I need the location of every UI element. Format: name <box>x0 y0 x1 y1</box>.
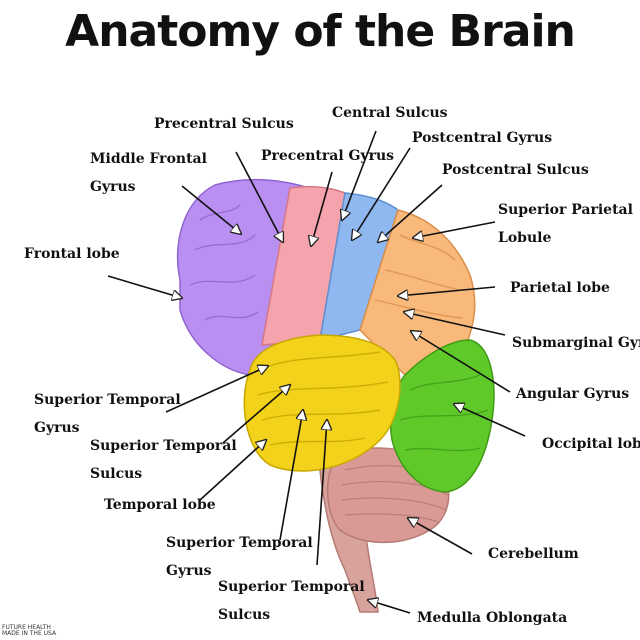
arrow-middle-frontal-gyrus <box>181 185 241 234</box>
label-postcentral-sulcus: Postcentral Sulcus <box>442 162 589 178</box>
arrow-superior-temporal-gyrus-2 <box>279 410 303 541</box>
label-parietal-lobe: Parietal lobe <box>510 280 610 296</box>
arrow-superior-temporal-gyrus-1 <box>165 366 268 413</box>
label-line: Sulcus <box>90 466 143 482</box>
label-superior-temporal-sulcus-2: Superior Temporal Sulcus <box>218 573 365 629</box>
label-line: Superior Temporal <box>218 579 365 595</box>
arrow-occipital-lobe <box>454 404 526 437</box>
arrow-postcentral-gyrus <box>352 147 411 240</box>
arrow-temporal-lobe <box>199 440 266 501</box>
arrow-angular-gyrus <box>411 331 511 393</box>
arrow-central-sulcus <box>342 130 377 220</box>
label-central-sulcus: Central Sulcus <box>332 105 448 121</box>
label-line: Superior Temporal <box>90 438 237 454</box>
label-superior-parietal-lobule: Superior Parietal Lobule <box>498 196 633 252</box>
label-line: Superior Temporal <box>166 535 313 551</box>
diagram-title: Anatomy of the Brain <box>65 6 576 57</box>
label-frontal-lobe: Frontal lobe <box>24 246 120 262</box>
arrow-parietal-lobe <box>398 286 496 296</box>
label-line: Gyrus <box>166 563 212 579</box>
leader-lines <box>107 130 526 614</box>
credit-line: MADE IN THE USA <box>2 630 57 637</box>
arrow-postcentral-sulcus <box>378 184 443 242</box>
credit-mark: FUTURE HEALTH MADE IN THE USA <box>2 625 56 637</box>
label-medulla-oblongata: Medulla Oblongata <box>417 610 568 626</box>
label-precentral-sulcus: Precentral Sulcus <box>154 116 294 132</box>
label-occipital-lobe: Occipital lobe <box>542 436 640 452</box>
label-superior-temporal-gyrus-1: Superior Temporal Gyrus <box>34 386 181 442</box>
label-line: Middle Frontal <box>90 151 207 167</box>
label-postcentral-gyrus: Postcentral Gyrus <box>412 130 553 146</box>
arrow-precentral-sulcus <box>235 151 283 242</box>
arrow-superior-temporal-sulcus-2 <box>316 420 327 566</box>
label-line: Gyrus <box>90 179 136 195</box>
arrow-precentral-gyrus <box>311 171 333 246</box>
label-cerebellum: Cerebellum <box>488 546 579 562</box>
arrow-frontal-lobe <box>107 275 182 298</box>
label-line: Gyrus <box>34 420 80 436</box>
arrow-cerebellum <box>408 518 473 555</box>
arrow-medulla-oblongata <box>368 600 411 614</box>
label-middle-frontal-gyrus: Middle Frontal Gyrus <box>90 145 207 201</box>
label-line: Superior Parietal <box>498 202 633 218</box>
label-temporal-lobe: Temporal lobe <box>104 497 216 513</box>
arrow-submarginal-gyrus <box>404 312 506 336</box>
label-line: Superior Temporal <box>34 392 181 408</box>
label-superior-temporal-sulcus-1: Superior Temporal Sulcus <box>90 432 237 488</box>
label-line: Lobule <box>498 230 552 246</box>
label-superior-temporal-gyrus-2: Superior Temporal Gyrus <box>166 529 313 585</box>
temporal-lobe <box>243 334 401 472</box>
label-precentral-gyrus: Precentral Gyrus <box>261 148 395 164</box>
label-submarginal-gyrus: Submarginal Gyrus <box>512 335 640 351</box>
arrow-superior-temporal-sulcus-1 <box>222 385 290 444</box>
credit-line: FUTURE HEALTH <box>2 624 51 631</box>
arrow-superior-parietal-lobule <box>413 221 496 238</box>
label-angular-gyrus: Angular Gyrus <box>516 386 630 402</box>
label-line: Sulcus <box>218 607 271 623</box>
